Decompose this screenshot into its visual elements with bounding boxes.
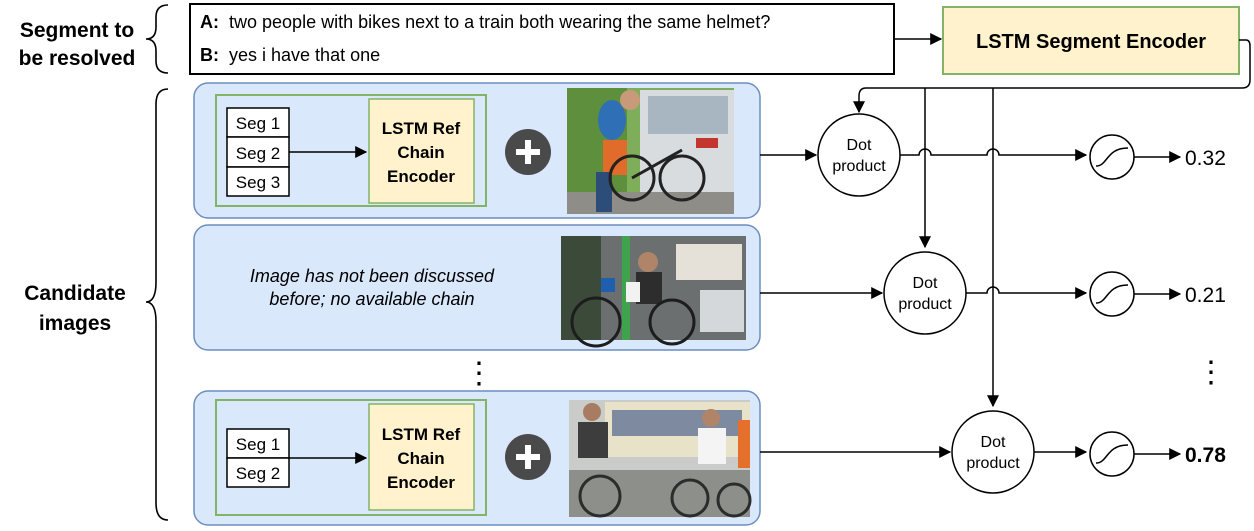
plus-icon [505, 434, 551, 480]
no-chain-note-line1: Image has not been discussed [250, 266, 495, 286]
score-1: 0.32 [1185, 147, 1226, 170]
sigmoid-icon [1089, 271, 1135, 317]
seg-label: Seg 1 [236, 435, 280, 454]
segment-label-line1: Segment to [20, 19, 134, 42]
dot-product-node-1 [817, 113, 901, 197]
seg-box [226, 428, 290, 459]
segment-brace [145, 4, 169, 74]
dot-product-label-line1: Dot [981, 434, 1006, 451]
utterance-a: two people with bikes next to a train bo… [229, 12, 770, 32]
candidate-brace [145, 88, 169, 521]
dot-product-label-line2: product [832, 158, 886, 175]
seg-label: Seg 3 [236, 173, 280, 192]
seg-label: Seg 2 [236, 464, 280, 483]
dot-product-label-line2: product [898, 296, 952, 313]
candidate-3-chain-frame [215, 399, 487, 516]
plus-icon [505, 129, 551, 175]
candidate-image-1 [567, 88, 734, 214]
candidate-label-line1: Candidate [24, 282, 126, 305]
speaker-b: B: [200, 45, 219, 65]
candidate-image-2 [561, 236, 746, 348]
dot-product-label-line1: Dot [847, 137, 872, 154]
ref-encoder-line1: LSTM Ref [382, 425, 461, 444]
segment-encoder-label: LSTM Segment Encoder [976, 31, 1206, 53]
ref-encoder-line1: LSTM Ref [382, 119, 461, 138]
dialogue-line-a: A: two people with bikes next to a train… [200, 12, 770, 32]
ref-chain-encoder-box [368, 403, 475, 511]
candidate-1-chain-frame [215, 94, 487, 207]
dot-1-to-sigmoid-arrow [900, 148, 1088, 161]
sigmoid-icon [1089, 431, 1135, 477]
seg-box [226, 166, 290, 197]
score-2: 0.21 [1185, 284, 1226, 307]
seg-box [226, 457, 290, 488]
ellipsis-left: ⋮ [464, 357, 494, 390]
dot-product-label-line1: Dot [913, 275, 938, 292]
score-3: 0.78 [1185, 444, 1226, 467]
ref-chain-encoder-box [368, 98, 475, 204]
encoding-to-dot-1-arrow [853, 39, 1251, 114]
dot-product-node-2 [883, 251, 967, 335]
dot-2-to-sigmoid-arrow [966, 286, 1088, 299]
seg-label: Seg 2 [236, 144, 280, 163]
dialogue-box [189, 3, 895, 75]
ref-encoder-line2: Chain [397, 143, 444, 162]
sigmoid-icon [1089, 134, 1135, 180]
candidate-image-3 [569, 400, 752, 518]
dot-product-node-3 [951, 410, 1035, 494]
candidate-panel-2: Image has not been discussed before; no … [193, 224, 761, 351]
ref-encoder-line2: Chain [397, 449, 444, 468]
ref-encoder-line3: Encoder [387, 167, 455, 186]
speaker-a: A: [200, 12, 219, 32]
segment-label-line2: be resolved [19, 47, 136, 70]
dot-product-label-line2: product [966, 455, 1020, 472]
candidate-panel-1: Seg 1 Seg 2 Seg 3 LSTM Ref Chain Encoder [193, 82, 761, 219]
ref-encoder-line3: Encoder [387, 473, 455, 492]
ellipsis-right: ⋮ [1196, 356, 1226, 389]
seg-label: Seg 1 [236, 114, 280, 133]
candidate-label-line2: images [39, 312, 111, 335]
candidate-panel-3: Seg 1 Seg 2 LSTM Ref Chain Encoder [193, 390, 761, 526]
no-chain-note-line2: before; no available chain [269, 289, 474, 309]
dialogue-line-b: B: yes i have that one [200, 45, 380, 65]
utterance-b: yes i have that one [229, 45, 380, 65]
